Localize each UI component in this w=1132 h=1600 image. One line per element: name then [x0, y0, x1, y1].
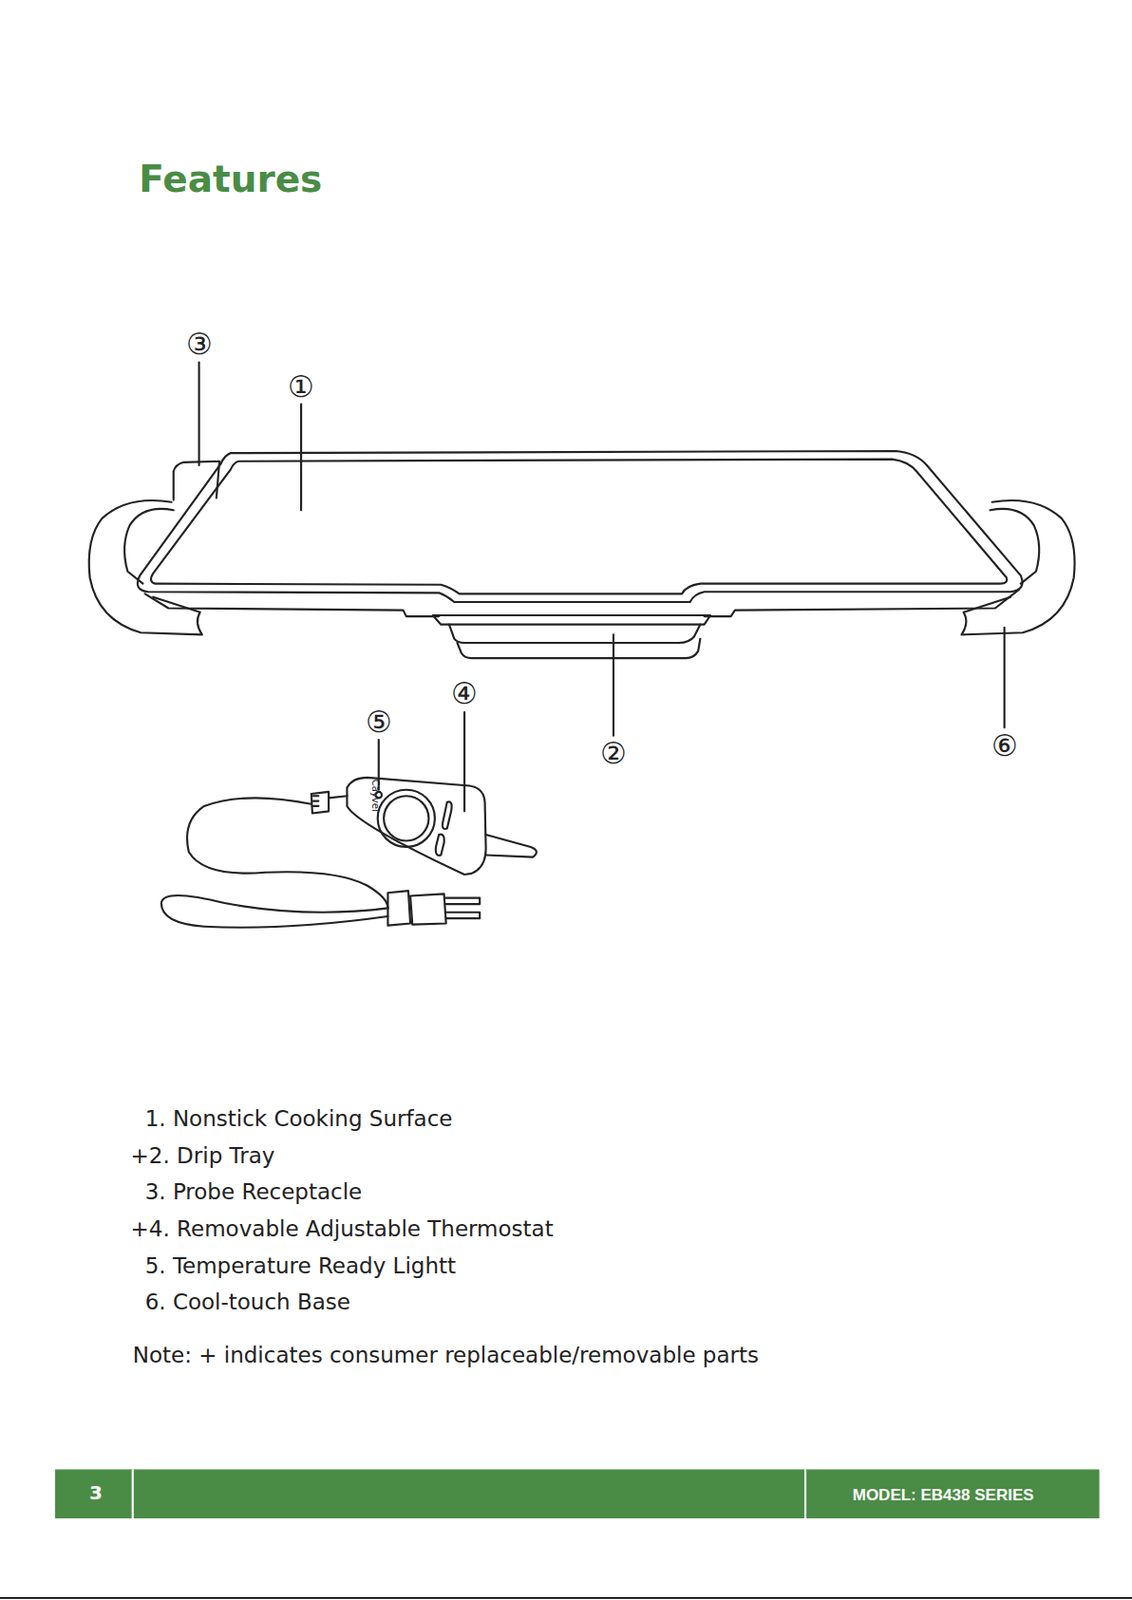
- leader-line: [199, 361, 1005, 812]
- part-name: 3. Probe Receptacle: [145, 1179, 363, 1205]
- part-name: +2. Drip Tray: [131, 1143, 276, 1169]
- part-name: 5. Temperature Ready Lightt: [145, 1253, 456, 1279]
- callout-number: ④: [451, 677, 478, 712]
- cooking-surface: [137, 451, 1023, 603]
- page-title: Features: [138, 158, 322, 202]
- callout-number: ⑥: [991, 729, 1019, 764]
- callout-number: ②: [600, 736, 627, 772]
- model-number: MODEL: EB438 SERIES: [852, 1486, 1035, 1506]
- note: Note: + indicates consumer replaceable/r…: [132, 1342, 759, 1368]
- base: [145, 593, 440, 617]
- handle: [962, 500, 1076, 635]
- callout-number: ①: [287, 370, 315, 405]
- part-name: 6. Cool-touch Base: [145, 1289, 351, 1315]
- part-name: 1. Nonstick Cooking Surface: [145, 1106, 453, 1132]
- callout-number: ③: [186, 327, 213, 362]
- page-number: 3: [89, 1482, 103, 1505]
- callout-number: ⑤: [365, 705, 393, 740]
- footer-bar: [55, 1469, 1100, 1519]
- thermostat: [161, 777, 537, 928]
- drip-tray: [433, 615, 711, 659]
- part-name: +4. Removable Adjustable Thermostat: [131, 1216, 554, 1242]
- brand-mark: Cayvel: [369, 779, 381, 812]
